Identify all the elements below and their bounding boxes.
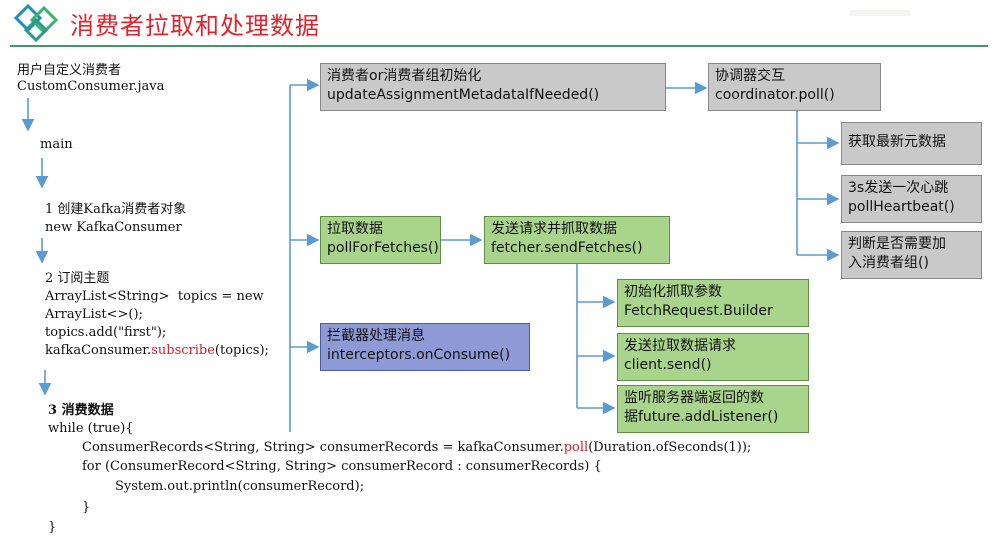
fetch-builder-cn: 初始化抓取参数 [624, 284, 722, 300]
coordinator-box-code: coordinator.poll() [715, 87, 835, 103]
coordinator-box: 协调器交互 coordinator.poll() [708, 63, 881, 111]
client-send-code: client.send() [624, 357, 712, 373]
fetch-builder-code: FetchRequest.Builder [624, 303, 773, 319]
init-box-cn: 消费者or消费者组初始化 [327, 68, 482, 84]
client-send-box: 发送拉取数据请求 client.send() [617, 333, 809, 381]
heartbeat-box-code: pollHeartbeat() [848, 199, 955, 215]
user-consumer-label: 用户自定义消费者 [17, 63, 122, 78]
subscribe-suffix: (topics); [214, 343, 269, 358]
subscribe-method: subscribe [151, 343, 215, 358]
interceptor-box: 拦截器处理消息 interceptors.onConsume() [320, 323, 530, 371]
while-line: while (true){ [48, 421, 134, 436]
send-fetches-box: 发送请求并抓取数据 fetcher.sendFetches() [484, 216, 670, 264]
poll-suffix: (Duration.ofSeconds(1)); [588, 440, 752, 455]
step1-code: new KafkaConsumer [45, 220, 182, 235]
title-divider [10, 45, 988, 47]
poll-method: poll [563, 440, 589, 455]
send-fetches-code: fetcher.sendFetches() [491, 240, 643, 256]
subscribe-prefix: kafkaConsumer. [45, 343, 152, 358]
init-box: 消费者or消费者组初始化 updateAssignmentMetadataIfN… [320, 63, 666, 111]
decoration [850, 10, 910, 16]
page-title: 消费者拉取和处理数据 [70, 12, 320, 40]
logo-icon [14, 3, 59, 42]
step2-line2: ArrayList<>(); [45, 307, 143, 322]
coordinator-box-cn: 协调器交互 [715, 68, 785, 84]
metadata-box: 获取最新元数据 [841, 122, 982, 165]
init-box-code: updateAssignmentMetadataIfNeeded() [327, 87, 600, 103]
step1-title: 1 创建Kafka消费者对象 [45, 202, 187, 217]
poll-line: ConsumerRecords<String, String> consumer… [82, 440, 751, 456]
step2-line3: topics.add("first"); [45, 325, 167, 340]
join-group-line2: 入消费者组() [848, 255, 929, 271]
add-listener-line1: 监听服务器端返回的数 [624, 390, 764, 406]
client-send-cn: 发送拉取数据请求 [624, 338, 736, 354]
join-group-line1: 判断是否需要加 [848, 236, 946, 252]
step3-title: 3 消费数据 [48, 403, 114, 418]
poll-for-fetches-cn: 拉取数据 [327, 221, 383, 237]
step2-line4: kafkaConsumer.subscribe(topics); [45, 343, 269, 359]
poll-for-fetches-box: 拉取数据 pollForFetches() [320, 216, 441, 264]
send-fetches-cn: 发送请求并抓取数据 [491, 221, 617, 237]
metadata-box-cn: 获取最新元数据 [848, 134, 946, 150]
close-outer-brace: } [48, 520, 57, 535]
for-line: for (ConsumerRecord<String, String> cons… [82, 459, 602, 474]
file-name: CustomConsumer.java [17, 79, 165, 94]
join-group-box: 判断是否需要加 入消费者组() [841, 231, 982, 279]
step2-line1: ArrayList<String> topics = new [45, 289, 264, 304]
fetch-builder-box: 初始化抓取参数 FetchRequest.Builder [617, 279, 809, 327]
heartbeat-box: 3s发送一次心跳 pollHeartbeat() [841, 175, 982, 223]
poll-prefix: ConsumerRecords<String, String> consumer… [82, 440, 564, 455]
heartbeat-box-cn: 3s发送一次心跳 [848, 180, 949, 196]
interceptor-cn: 拦截器处理消息 [327, 328, 425, 344]
main-label: main [40, 137, 73, 152]
poll-for-fetches-code: pollForFetches() [327, 240, 439, 256]
step2-title: 2 订阅主题 [45, 271, 110, 286]
close-inner-brace: } [82, 500, 91, 515]
add-listener-box: 监听服务器端返回的数 据future.addListener() [617, 385, 809, 433]
title-bar: 消费者拉取和处理数据 [0, 0, 1000, 47]
add-listener-line2: 据future.addListener() [624, 409, 779, 425]
println-line: System.out.println(consumerRecord); [115, 479, 365, 494]
interceptor-code: interceptors.onConsume() [327, 347, 511, 363]
